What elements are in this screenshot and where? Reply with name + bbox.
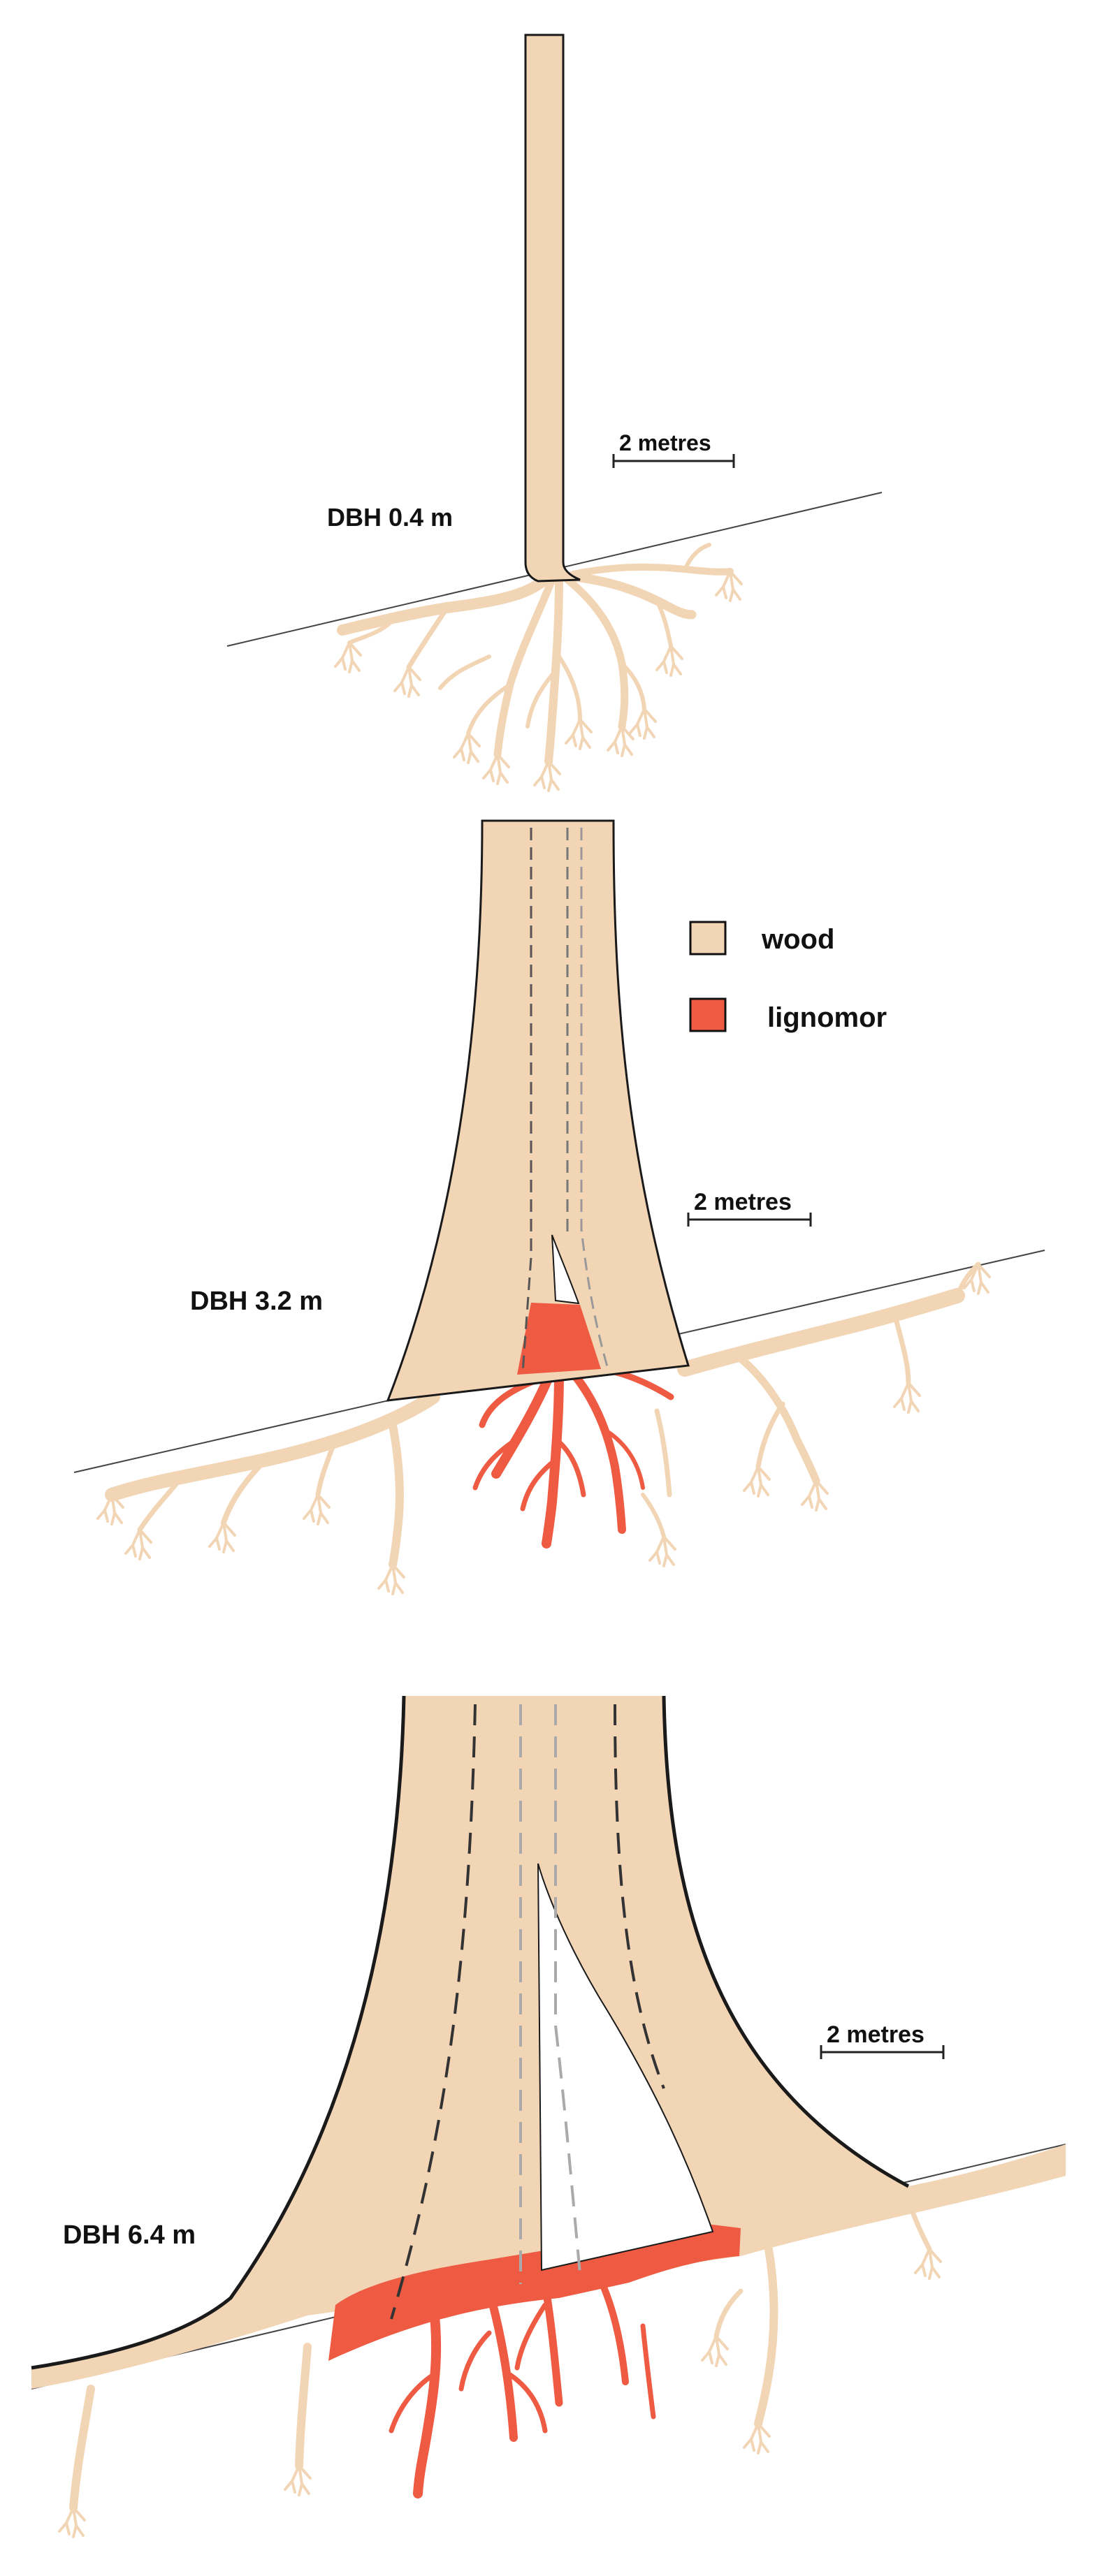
trunk [524,34,581,583]
panel-dbh-0-4: DBH 0.4 m 2 metres [226,34,883,792]
trunk-outline-left [31,1695,406,2370]
scale-label: 2 metres [827,2021,924,2048]
roots-wood [337,543,734,766]
heartwood-lines [390,1704,665,2320]
heartwood-lines [521,828,609,1373]
legend-swatch-wood [689,921,727,956]
trunk [386,819,690,1402]
scale-label: 2 metres [619,430,711,455]
legend-label-lignomor: lignomor [767,1002,887,1033]
scale-label: 2 metres [694,1189,792,1215]
roots-wood [69,2197,932,2512]
dbh-label: DBH 3.2 m [190,1287,323,1316]
dbh-label: DBH 0.4 m [327,503,453,532]
lignomor-trunk [328,2225,741,2361]
scale-bar [687,1213,812,1227]
roots-lignomor [472,1362,674,1549]
scale-bar [820,2045,945,2059]
legend: wood lignomor [689,921,887,1033]
scale-bar [612,454,735,468]
roots-lignomor [389,2277,656,2498]
lignomor-trunk [517,1303,601,1375]
legend-label-wood: wood [761,924,834,955]
dbh-label: DBH 6.4 m [63,2220,196,2250]
trunk-outline-right [662,1695,910,2188]
hollow [551,1234,580,1305]
panel-dbh-6-4: DBH 6.4 m 2 metres [31,1695,1066,2538]
legend-swatch-lignomor [689,997,727,1032]
roots-wood [105,1261,981,1569]
panel-dbh-3-2: wood lignomor DBH 3.2 m 2 metres [73,819,1045,1595]
